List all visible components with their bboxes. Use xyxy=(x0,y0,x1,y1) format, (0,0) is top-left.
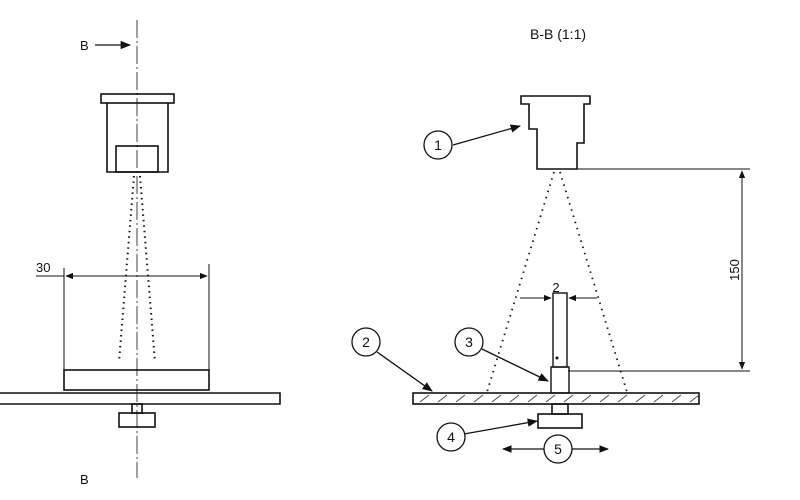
left-bottom-sensor xyxy=(118,403,156,428)
left-base-plate xyxy=(0,392,281,405)
callout-2-label: 2 xyxy=(362,334,370,350)
section-title: B-B (1:1) xyxy=(530,26,586,42)
hatch-line xyxy=(455,394,466,403)
hatch-line xyxy=(653,394,664,403)
right-bottom-sensor xyxy=(537,403,583,429)
left-width-dimension-label: 30 xyxy=(36,260,50,275)
left-width-dimension xyxy=(36,264,210,370)
hatch-line xyxy=(635,394,646,403)
callout-1-leader xyxy=(452,124,522,146)
callout-4-leader xyxy=(463,418,539,435)
hatch-line xyxy=(599,394,610,403)
hatch-line xyxy=(563,394,574,403)
hatch-line xyxy=(509,394,520,403)
right-height-dimension-label: 150 xyxy=(727,259,742,281)
hatch-line xyxy=(617,394,628,403)
left-view xyxy=(0,20,281,478)
right-nozzle xyxy=(520,95,591,170)
section-marker-bottom: B xyxy=(80,472,89,487)
callout-1: 1 xyxy=(423,130,453,160)
right-gap-dimension-label: 2 xyxy=(552,280,559,295)
callout-5-label: 5 xyxy=(554,441,562,457)
callout-3-label: 3 xyxy=(465,334,473,350)
hatch-line xyxy=(689,394,700,403)
right-probe xyxy=(550,292,570,394)
right-hatched-plate xyxy=(412,392,700,405)
right-height-dimension xyxy=(568,168,750,372)
callout-2: 2 xyxy=(351,327,381,357)
callout-3-leader xyxy=(481,348,549,382)
left-test-plate xyxy=(63,369,210,391)
hatch-line xyxy=(437,394,448,403)
callout-4-label: 4 xyxy=(447,429,455,445)
hatch-line xyxy=(671,394,682,403)
hatch-line xyxy=(527,394,538,403)
right-view xyxy=(376,95,750,453)
callout-1-label: 1 xyxy=(434,137,442,153)
section-marker-top: B xyxy=(80,38,89,53)
hatch-line xyxy=(545,394,556,403)
left-nozzle-head xyxy=(100,93,175,173)
callout-2-leader xyxy=(376,351,433,392)
callout-4: 4 xyxy=(436,422,466,452)
hatch-line xyxy=(581,394,592,403)
callout-5: 5 xyxy=(543,434,573,464)
hatch-line xyxy=(419,394,430,403)
callout-3: 3 xyxy=(454,327,484,357)
hatch-line xyxy=(491,394,502,403)
hatch-line xyxy=(473,394,484,403)
